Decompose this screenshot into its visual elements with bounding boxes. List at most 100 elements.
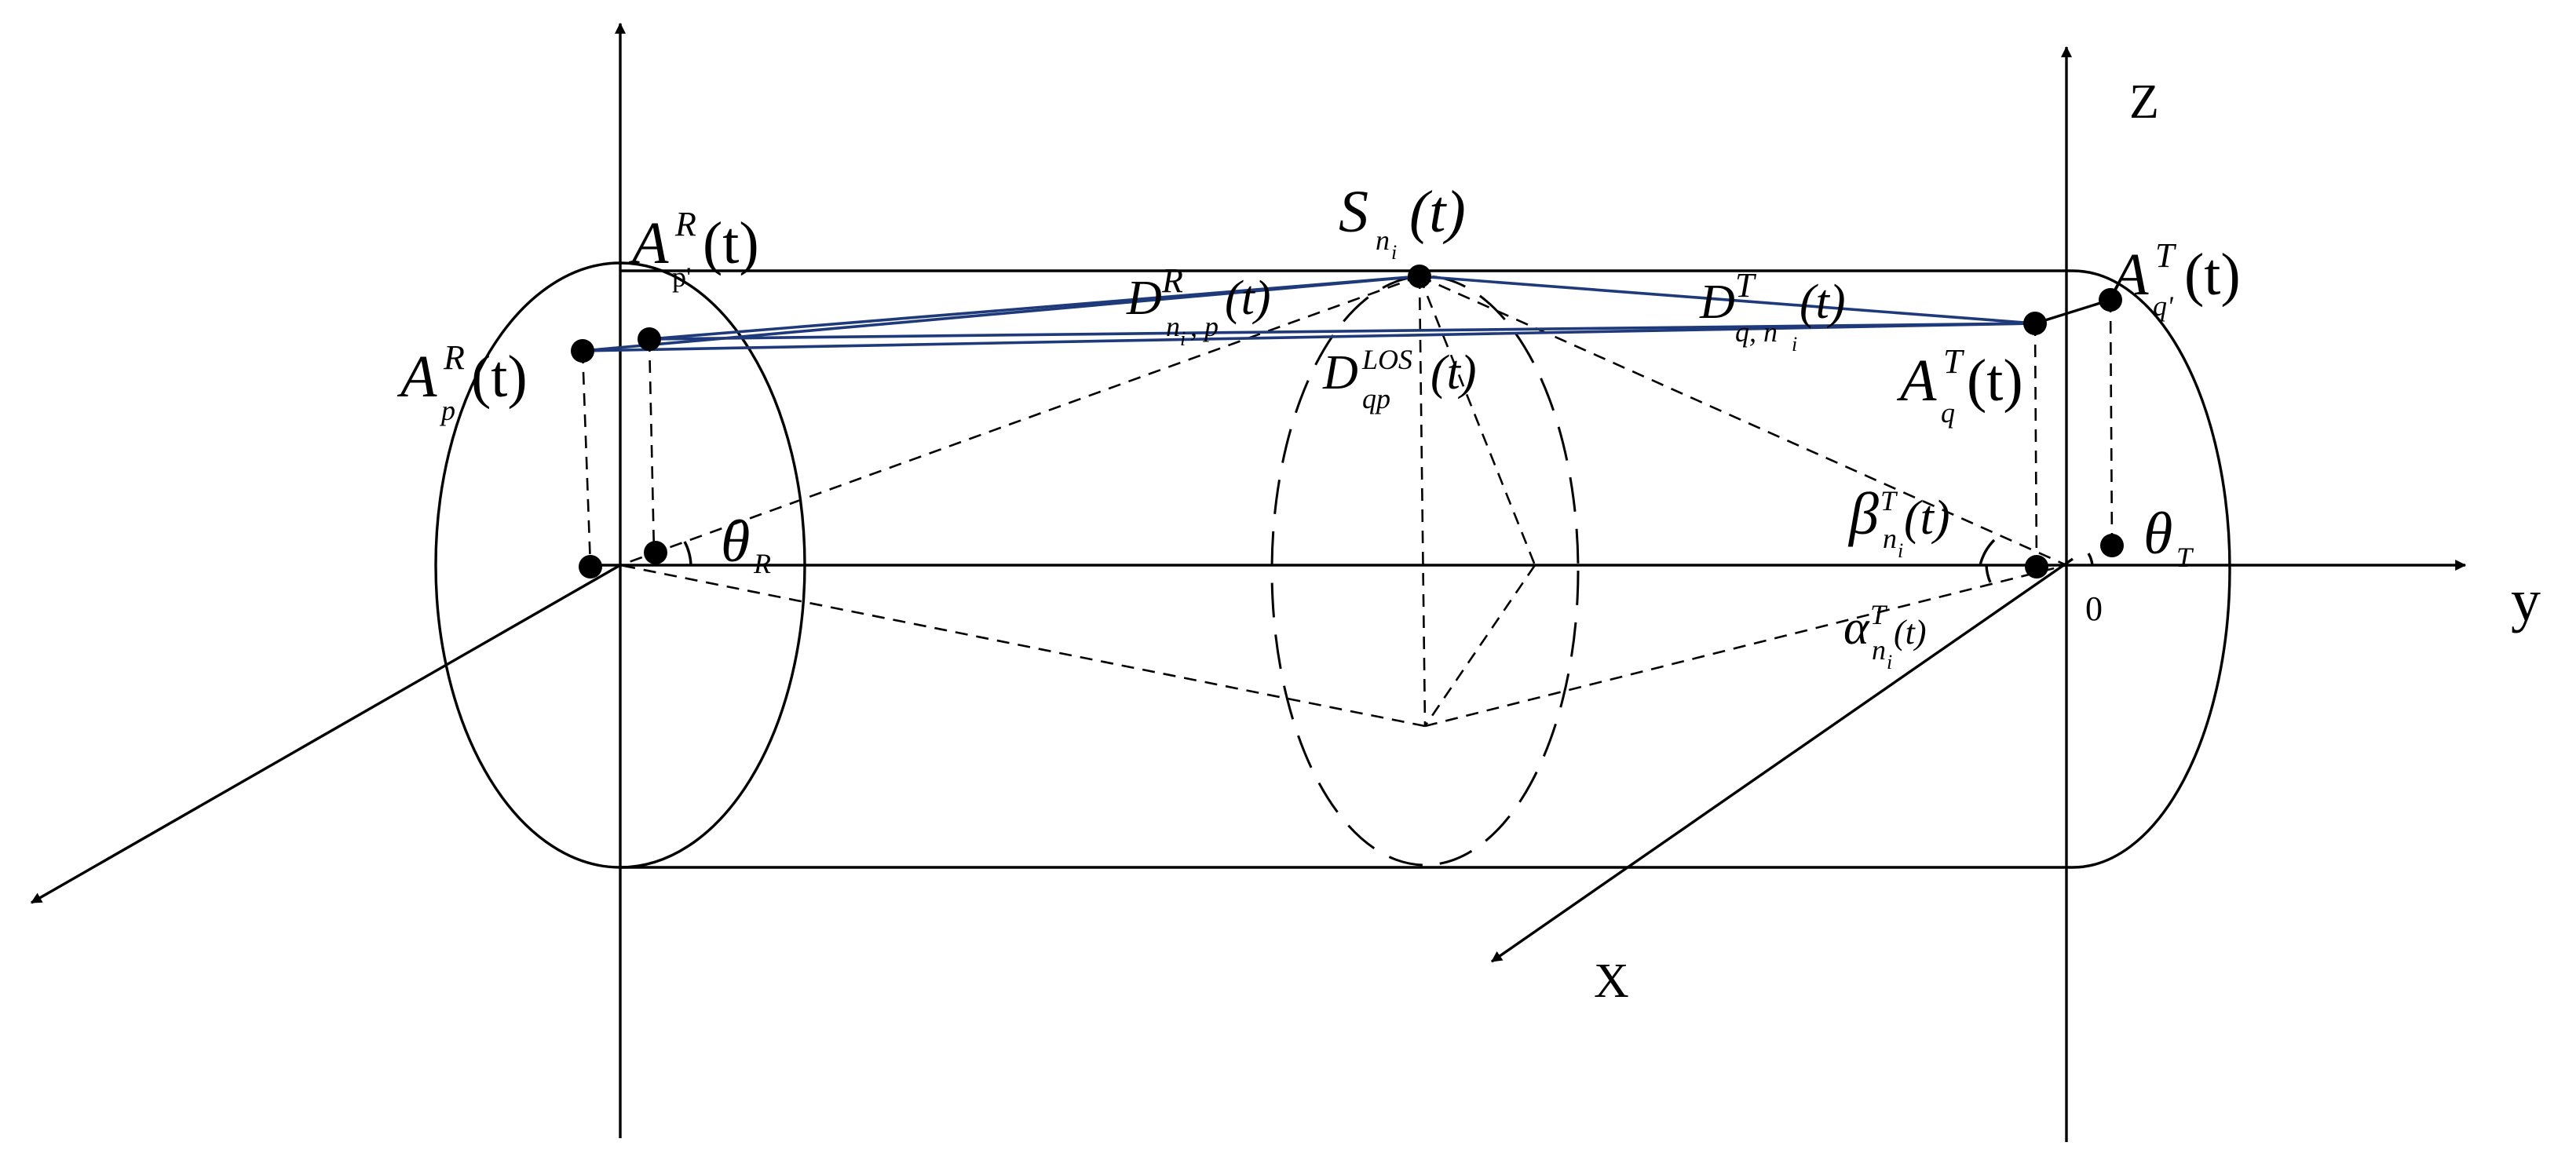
svg-text:A: A [628, 210, 669, 276]
label-alpha: α T n i (t) [1843, 599, 1927, 673]
svg-text:S: S [1339, 179, 1368, 245]
svg-text:p: p [439, 395, 455, 426]
label-aq1-t: A T q' (t) [2108, 236, 2241, 322]
svg-text:n: n [1872, 634, 1886, 666]
path-ap1-to-s [649, 275, 1420, 341]
svg-text:(t): (t) [1431, 346, 1477, 400]
svg-text:D: D [1126, 272, 1162, 325]
svg-text:α: α [1843, 601, 1870, 655]
point-aq1-foot [2100, 534, 2124, 557]
beta-arc [1979, 538, 1996, 566]
svg-text:A: A [2108, 242, 2149, 308]
center-to-foot [1423, 564, 1536, 727]
theta-t-arc [2087, 553, 2094, 566]
svg-text:, p: , p [1190, 311, 1219, 342]
label-d-r: D R n i , p (t) [1126, 261, 1271, 350]
svg-text:LOS: LOS [1361, 344, 1412, 375]
svg-text:q: q [1941, 397, 1955, 429]
receiver-x-axis [30, 564, 621, 904]
svg-text:R: R [753, 548, 771, 579]
svg-text:(t): (t) [2184, 242, 2241, 308]
svg-text:i: i [1180, 327, 1186, 350]
svg-text:(t): (t) [471, 344, 528, 410]
label-theta-r: θ R [721, 509, 771, 579]
angle-arcs [683, 538, 2094, 583]
point-aq-foot [2025, 555, 2048, 579]
label-ap-r: A R p (t) [396, 338, 528, 426]
label-aq-t: A T q (t) [1896, 342, 2023, 429]
path-s-to-aq [1419, 275, 2036, 325]
s-to-transmitter [1419, 275, 2067, 567]
svg-text:T: T [1880, 485, 1898, 516]
svg-text:D: D [1699, 276, 1735, 329]
axes [30, 22, 2467, 1142]
path-los-ap1-to-aq [649, 322, 2036, 341]
svg-text:A: A [396, 344, 437, 410]
svg-text:β: β [1847, 481, 1879, 547]
point-ap [571, 339, 594, 363]
svg-text:R: R [674, 205, 696, 243]
label-s: S n i (t) [1339, 179, 1466, 264]
drop-aq [2033, 323, 2038, 568]
svg-text:q': q' [2153, 290, 2174, 322]
svg-text:i: i [1792, 333, 1797, 356]
svg-text:qp: qp [1362, 383, 1390, 414]
svg-text:(t): (t) [1967, 348, 2023, 414]
drop-ap [581, 350, 592, 568]
points [571, 265, 2124, 579]
label-d-t: D T q, n i (t) [1699, 266, 1846, 356]
y-axis-label: y [2511, 568, 2541, 633]
foot-to-transmitter [1424, 564, 2067, 728]
construction-lines [581, 275, 2114, 728]
svg-text:θ: θ [2143, 501, 2172, 567]
svg-text:T: T [1870, 599, 1888, 630]
svg-text:(t): (t) [1904, 491, 1950, 545]
s-to-center [1418, 276, 1536, 566]
svg-text:θ: θ [721, 509, 750, 575]
s-to-receiver [619, 275, 1420, 567]
x-axis-label: X [1594, 954, 1629, 1008]
middle-cross-section [1270, 275, 1580, 867]
svg-text:i: i [1391, 241, 1397, 264]
svg-text:T: T [1735, 266, 1757, 305]
label-beta: β T n i (t) [1847, 481, 1950, 562]
drop-ap1 [648, 338, 656, 553]
point-ap1-foot [644, 541, 667, 564]
svg-text:A: A [1896, 348, 1937, 414]
svg-text:T: T [2155, 236, 2177, 275]
point-aq [2023, 312, 2047, 335]
label-d-los: D LOS qp (t) [1322, 344, 1477, 414]
x-axis [1491, 557, 2074, 963]
svg-text:q, n: q, n [1735, 316, 1778, 348]
path-los-ap-to-aq [582, 322, 2036, 352]
svg-text:p': p' [672, 261, 692, 293]
svg-text:(t): (t) [703, 210, 759, 276]
svg-text:(t): (t) [1800, 276, 1846, 329]
svg-text:(t): (t) [1409, 179, 1466, 245]
svg-text:D: D [1322, 346, 1358, 400]
signal-paths [582, 275, 2111, 352]
label-theta-t: θ T [2143, 501, 2194, 573]
svg-text:(t): (t) [1894, 613, 1927, 652]
svg-text:i: i [1898, 539, 1903, 562]
origin-label: 0 [2085, 589, 2103, 628]
theta-r-arc [683, 541, 692, 566]
point-ap1 [638, 327, 661, 351]
svg-text:n: n [1166, 311, 1180, 342]
z-axis-label: Z [2129, 75, 2159, 129]
svg-text:n: n [1883, 523, 1897, 554]
alpha-arc [1985, 564, 1992, 583]
s-vertical-drop [1418, 276, 1427, 727]
point-ap-foot [579, 555, 602, 579]
label-ap1-r: A R p' (t) [628, 205, 759, 293]
svg-text:T: T [1943, 342, 1965, 381]
aq-to-aq1 [2034, 298, 2111, 325]
svg-text:R: R [1161, 261, 1183, 300]
svg-text:(t): (t) [1225, 272, 1271, 325]
foot-to-receiver [619, 564, 1426, 728]
point-aq1 [2099, 288, 2122, 312]
drop-aq1 [2109, 299, 2114, 546]
svg-text:R: R [443, 338, 465, 377]
svg-text:T: T [2176, 542, 2194, 573]
